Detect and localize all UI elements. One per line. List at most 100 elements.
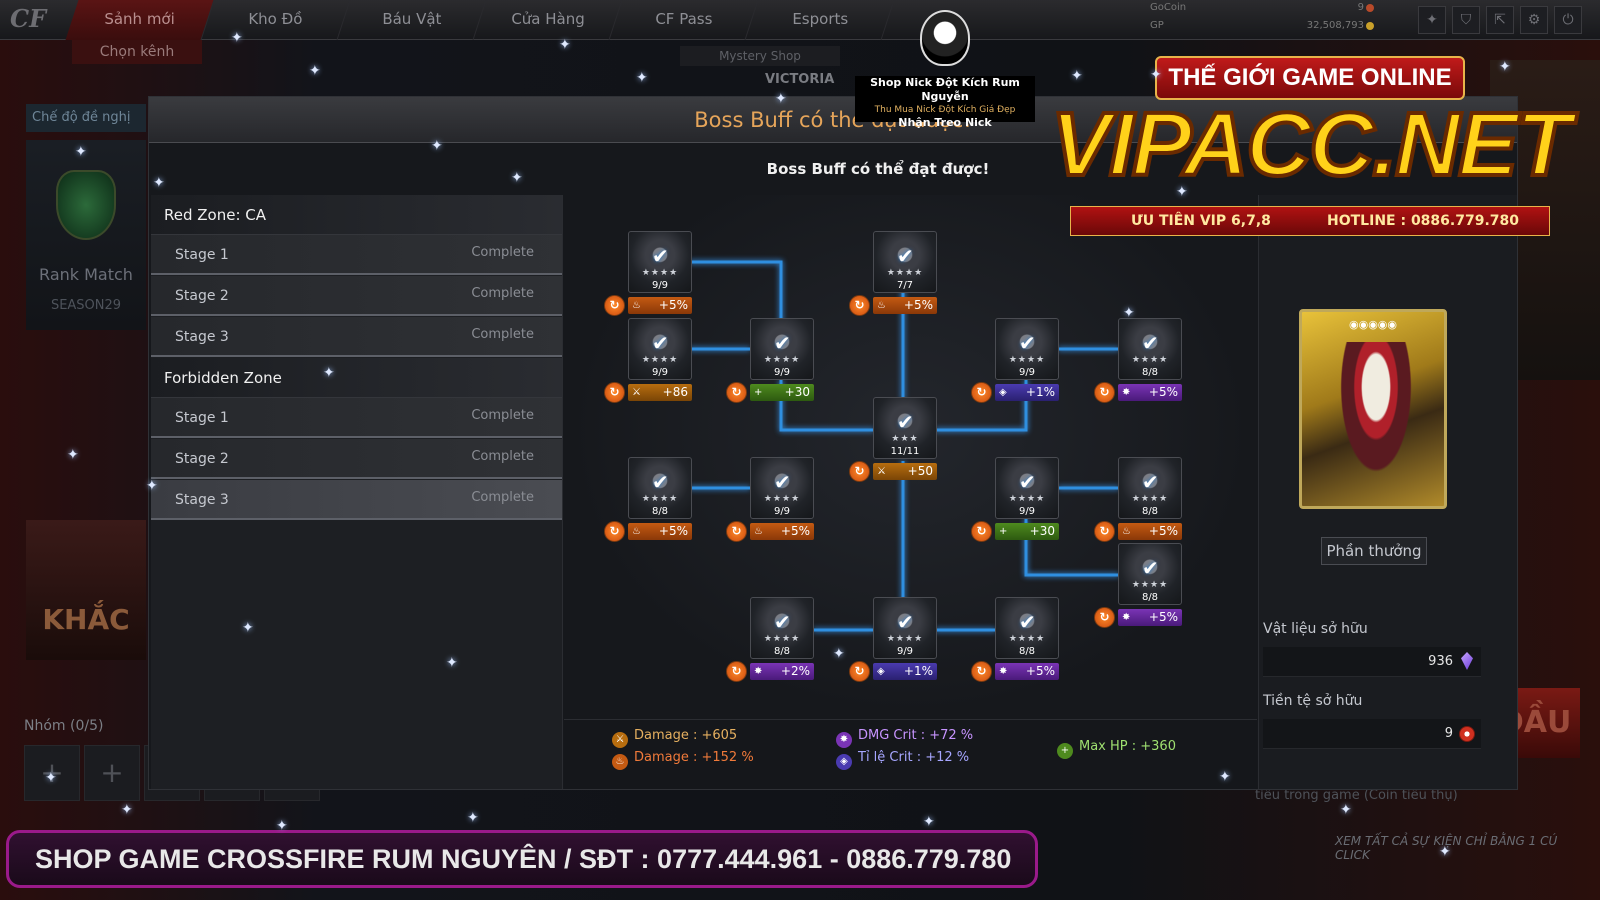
stage-name: Stage 1 (175, 410, 229, 426)
group-slot[interactable]: + (84, 745, 140, 801)
buff-value-bar: ✸+5% (1118, 609, 1182, 626)
sparkle-icon: ✦ (467, 810, 479, 826)
refresh-icon[interactable]: ↻ (726, 521, 747, 542)
node-count: 9/9 (1018, 367, 1036, 378)
channel-select-button[interactable]: Chọn kênh (72, 40, 202, 64)
check-icon: ✔ (652, 470, 669, 494)
refresh-icon[interactable]: ↻ (971, 661, 992, 682)
group-slot[interactable]: + (24, 745, 80, 801)
refresh-icon[interactable]: ↻ (726, 382, 747, 403)
refresh-icon[interactable]: ↻ (604, 521, 625, 542)
coin-usage-note: tiêu trong game (Coin tiêu thụ) (1255, 788, 1458, 803)
events-link[interactable]: XEM TẤT CẢ SỰ KIỆN CHỈ BẰNG 1 CÚ CLICK (1335, 834, 1558, 862)
sparkle-icon: ✦ (67, 447, 79, 463)
node-stars: ★★★★ (1008, 355, 1046, 365)
buff-node[interactable]: ✔★★★★9/9 (628, 231, 692, 293)
summary-text: Tỉ lệ Crit : +12 % (858, 750, 970, 765)
refresh-icon[interactable]: ↻ (1094, 382, 1115, 403)
node-count: 8/8 (1018, 646, 1036, 657)
gocoin-display: GoCoin 9 (1150, 2, 1380, 13)
buff-node[interactable]: ✔★★★★7/7 (873, 231, 937, 293)
summary-max-hp: +Max HP : +360 (1057, 739, 1176, 759)
check-icon: ✔ (774, 610, 791, 634)
node-count: 9/9 (651, 367, 669, 378)
modal-subtitle: Boss Buff có thể đạt được! (766, 160, 990, 178)
summary-text: Damage : +605 (634, 728, 738, 743)
refresh-icon[interactable]: ↻ (726, 661, 747, 682)
vipacc-top-banner: THẾ GIỚI GAME ONLINE (1155, 56, 1465, 100)
buff-value: +5% (1148, 524, 1178, 538)
stage-status: Complete (471, 449, 534, 464)
buff-value: +5% (658, 298, 688, 312)
summary-dmg-crit: ✸DMG Crit : +72 % (836, 728, 973, 748)
buff-node[interactable]: ✔★★★★8/8 (628, 457, 692, 519)
buff-node[interactable]: ✔★★★★9/9 (750, 457, 814, 519)
buff-value-bar: ♨+5% (628, 297, 692, 314)
event-icon[interactable]: ✦ (1418, 6, 1446, 34)
refresh-icon[interactable]: ↻ (971, 521, 992, 542)
refresh-icon[interactable]: ↻ (604, 295, 625, 316)
buff-node[interactable]: ✔★★★★8/8 (750, 597, 814, 659)
fire-icon: ♨ (632, 526, 641, 537)
tab-shop[interactable]: Cửa Hàng (473, 0, 623, 40)
power-icon[interactable]: ⏻ (1554, 6, 1582, 34)
mystery-shop-button[interactable]: Mystery Shop (680, 46, 840, 66)
buff-node[interactable]: ✔★★★★9/9 (995, 318, 1059, 380)
fire-icon: ♨ (754, 526, 763, 537)
node-count: 8/8 (1141, 592, 1159, 603)
tab-inventory[interactable]: Kho Đồ (201, 0, 351, 40)
summary-text: DMG Crit : +72 % (858, 728, 974, 743)
zone-header-red-zone[interactable]: Red Zone: CA (151, 195, 562, 235)
rate-icon: ◈ (999, 387, 1007, 398)
buff-node[interactable]: ✔★★★★9/9 (750, 318, 814, 380)
buff-node[interactable]: ✔★★★★8/8 (1118, 318, 1182, 380)
buff-value-bar: ✸+5% (995, 663, 1059, 680)
buff-value: +5% (1148, 610, 1178, 624)
buff-tree: ✔★★★★9/9↻♨+5%✔★★★★7/7↻♨+5%✔★★★★9/9↻⚔+86✔… (564, 195, 1257, 719)
check-icon: ✔ (1142, 331, 1159, 355)
check-icon: ✔ (1019, 610, 1036, 634)
buff-node[interactable]: ✔★★★★9/9 (873, 597, 937, 659)
buff-node[interactable]: ✔★★★★ 8/8 (995, 597, 1059, 659)
zone-header-forbidden-zone[interactable]: Forbidden Zone (151, 358, 562, 398)
gear-icon[interactable]: ⚙ (1520, 6, 1548, 34)
node-stars: ★★★★ (1131, 494, 1169, 504)
check-icon: ✔ (897, 244, 914, 268)
buff-node[interactable]: ✔★★★11/11 (873, 397, 937, 459)
node-stars: ★★★★ (1008, 634, 1046, 644)
tab-lobby[interactable]: Sảnh mới (65, 0, 215, 40)
buff-value-bar: ♨+5% (750, 523, 814, 540)
buff-node[interactable]: ✔★★★★8/8 (1118, 457, 1182, 519)
tab-cf-pass[interactable]: CF Pass (609, 0, 759, 40)
exit-icon[interactable]: ⇱ (1486, 6, 1514, 34)
promo-art[interactable]: KHẮC (26, 520, 146, 660)
card-stars: ◉◉◉◉◉ (1349, 318, 1397, 331)
shop-contact-banner: SHOP GAME CROSSFIRE RUM NGUYÊN / SĐT : 0… (6, 830, 1038, 888)
rank-match-panel[interactable]: Rank Match SEASON29 (26, 140, 146, 330)
buff-node[interactable]: ✔★★★★9/9 (628, 318, 692, 380)
refresh-icon[interactable]: ↻ (971, 382, 992, 403)
node-stars: ★★★★ (1131, 580, 1169, 590)
tab-esports[interactable]: Esports (745, 0, 895, 40)
shield-icon[interactable]: ⛉ (1452, 6, 1480, 34)
buff-node[interactable]: ✔★★★★9/9 (995, 457, 1059, 519)
reward-button[interactable]: Phần thưởng (1321, 537, 1427, 565)
refresh-icon[interactable]: ↻ (849, 295, 870, 316)
tab-label: Cửa Hàng (511, 10, 585, 28)
refresh-icon[interactable]: ↻ (604, 382, 625, 403)
reward-card[interactable]: ◉◉◉◉◉ (1299, 309, 1447, 509)
refresh-icon[interactable]: ↻ (1094, 607, 1115, 628)
node-stars: ★★★★ (641, 355, 679, 365)
tab-treasure[interactable]: Báu Vật (337, 0, 487, 40)
refresh-icon[interactable]: ↻ (849, 461, 870, 482)
refresh-icon[interactable]: ↻ (1094, 521, 1115, 542)
refresh-icon[interactable]: ↻ (849, 661, 870, 682)
buff-node[interactable]: ✔★★★★8/8 (1118, 543, 1182, 605)
sparkle-icon: ✦ (636, 70, 648, 86)
